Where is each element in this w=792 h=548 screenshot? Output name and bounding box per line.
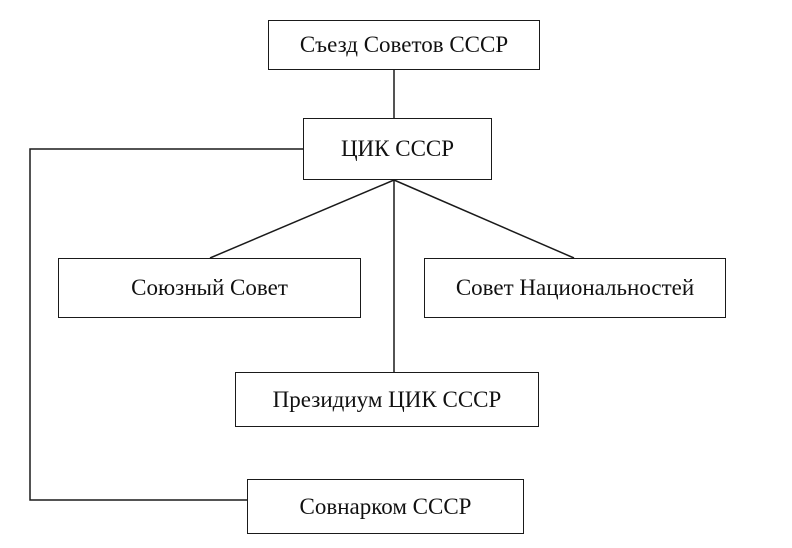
edge-cec-sovnarkom (29, 148, 303, 501)
edge-cec-union-council (209, 179, 395, 259)
node-label: ЦИК СССР (340, 136, 455, 161)
node-label: Совнарком СССР (299, 493, 472, 519)
node-congress-of-soviets: Съезд Советов СССР (268, 20, 540, 70)
node-label: Совет Национальностей (455, 275, 695, 300)
node-union-council: Союзный Совет (58, 258, 361, 318)
node-label: Президиум ЦИК СССР (272, 386, 502, 412)
node-central-executive-committee: ЦИК СССР (303, 118, 492, 180)
node-label: Союзный Совет (131, 275, 288, 300)
node-presidium: Президиум ЦИК СССР (235, 372, 539, 427)
node-label: Съезд Советов СССР (299, 32, 509, 57)
edge-cec-nationalities-council (393, 179, 575, 259)
node-sovnarkom: Совнарком СССР (247, 479, 524, 534)
node-nationalities-council: Совет Национальностей (424, 258, 726, 318)
